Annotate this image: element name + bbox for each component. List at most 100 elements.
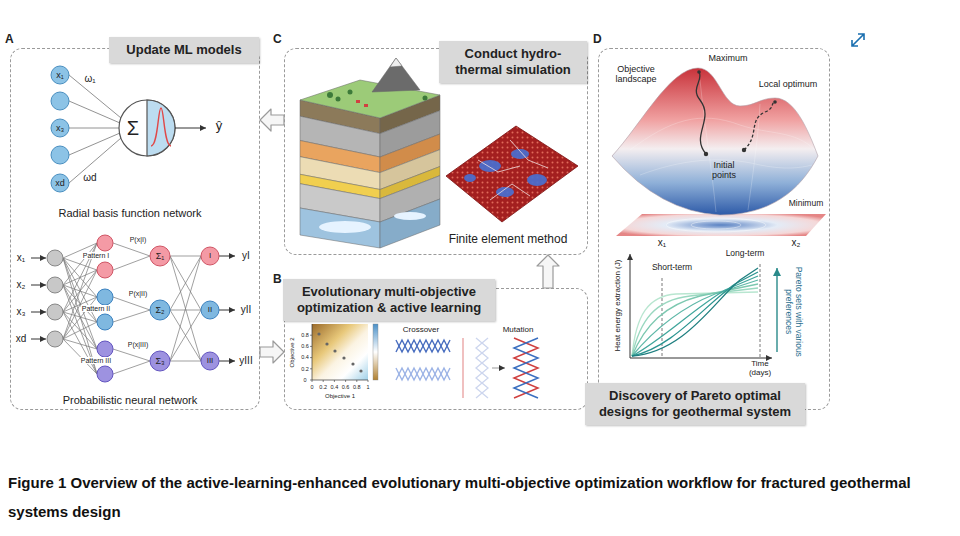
objective-landscape-part (616, 214, 826, 236)
objective-landscape-part-part (704, 152, 708, 156)
fem-mesh-part-part (510, 140, 548, 168)
label-text: Pattern II (81, 305, 111, 312)
pareto-plot-part-part (334, 380, 335, 382)
geology-block-part (380, 199, 440, 248)
objective-landscape-part-part (773, 100, 777, 104)
rbf-network (51, 66, 206, 192)
label-text: Objective landscape (615, 64, 656, 84)
pareto-plot-part-part (310, 368, 312, 369)
label-text: ŷ (216, 118, 223, 133)
text-label: I (209, 251, 211, 260)
label-text: Initial points (712, 160, 736, 180)
pareto-plot-part-part (356, 380, 357, 382)
geology-block-part (327, 90, 428, 102)
label-text: P(x|II) (128, 290, 149, 297)
label-text: x₂ (792, 237, 801, 248)
pnn-network-part-part (47, 277, 63, 293)
fem-mesh-part-part (511, 149, 529, 159)
text-label: Pattern II (81, 305, 111, 313)
pnn-network-part-part (219, 361, 235, 362)
crossover-chains (396, 340, 450, 380)
pareto-plot-part-part (310, 346, 312, 347)
pnn-network-part-part (150, 300, 170, 320)
text-label: Finite element method (449, 233, 568, 247)
fem-mesh-part-part (527, 174, 547, 186)
header-text: Discovery of Pareto optimal designs for … (599, 388, 791, 419)
geology-block-part-part (336, 97, 341, 102)
geology-block-part (372, 58, 420, 92)
pnn-network-part-part (201, 301, 219, 319)
objective-landscape-part (696, 72, 706, 154)
text-label: x₃ (56, 123, 64, 133)
label-text: 0.4 (301, 354, 309, 360)
text-label: Pattern I (82, 252, 110, 260)
label-text: Minimum (789, 198, 823, 208)
label-text: Σ₁ (156, 251, 165, 261)
label-text: 0.2 (301, 366, 309, 372)
text-label: Σ₁ (156, 251, 165, 261)
text-label: xd (16, 333, 27, 345)
label-text: yI (242, 250, 250, 261)
text-label: 0.4 (331, 384, 339, 390)
heat-extraction-plot-part-part (632, 268, 758, 356)
label-text: x₁ (658, 237, 666, 248)
expand-icon-part (852, 34, 864, 46)
mutation-chains-part (492, 368, 505, 369)
label-text: ω₁ (84, 73, 95, 84)
text-label: 0.8 (353, 384, 361, 390)
label-text: Long-term (726, 248, 765, 258)
caption-text: Figure 1 Overview of the active-learning… (8, 474, 911, 520)
pnn-network-part-part (31, 312, 46, 313)
text-label: yIII (239, 355, 252, 367)
pnn-network-part-part (97, 366, 113, 382)
label-text: x₃ (16, 306, 25, 317)
label-text: Objective 2 (289, 337, 295, 367)
objective-landscape-part-part (742, 148, 746, 152)
text-label: Radial basis function network (58, 207, 201, 220)
fem-mesh-part-part (496, 187, 514, 197)
geology-block-part-part (348, 90, 353, 95)
rbf-network-part-part (51, 146, 69, 164)
panel-letter: D (593, 32, 602, 46)
text-label: 0 (310, 384, 313, 390)
objective-landscape-part (630, 80, 815, 212)
header-text: Conduct hydro- thermal simulation (455, 46, 571, 77)
heat-extraction-plot-part-part (632, 288, 758, 356)
label-text: 0 (303, 377, 306, 383)
label-text: P(x|I) (129, 236, 148, 243)
text-label: ω₁ (84, 73, 95, 85)
rbf-network-part (51, 66, 69, 192)
text-label: 0.6 (301, 343, 309, 349)
crossover-chains-part (396, 340, 450, 352)
objective-landscape-part (666, 218, 766, 232)
geology-block-part-part (364, 104, 368, 107)
pareto-plot (310, 324, 378, 382)
pnn-network-part-part (97, 289, 113, 305)
label-text: 0.8 (301, 332, 309, 338)
rbf-network-part-part (69, 133, 120, 155)
pareto-plot-part-part (310, 357, 312, 358)
label-text: I (209, 251, 211, 260)
label-text: Heat energy extraction (J) (613, 260, 622, 352)
mutation-chains-part (462, 338, 464, 398)
objective-landscape-part-part (666, 218, 766, 232)
text-label: x₂ (792, 237, 801, 249)
fem-mesh-part (446, 126, 578, 222)
pnn-network-part-part (97, 341, 113, 357)
heat-extraction-plot-part (760, 264, 761, 358)
label-text: III (207, 356, 214, 365)
pnn-network-part (47, 250, 63, 347)
pnn-network-part-part (31, 285, 46, 286)
pnn-network-part-part (31, 258, 46, 259)
text-label: Probabilistic neural network (63, 394, 198, 407)
rbf-network-part (175, 128, 206, 129)
objective-landscape (612, 68, 826, 236)
crossover-chains-part (396, 340, 450, 352)
pnn-network-part (97, 235, 219, 382)
header-text: Update ML models (126, 42, 241, 57)
rbf-network-part (151, 108, 171, 146)
heat-extraction-plot-part (630, 254, 631, 358)
heat-extraction-plot-part-part (632, 272, 758, 356)
label-text: x₁ (56, 70, 64, 80)
text-label: x₃ (16, 306, 25, 318)
